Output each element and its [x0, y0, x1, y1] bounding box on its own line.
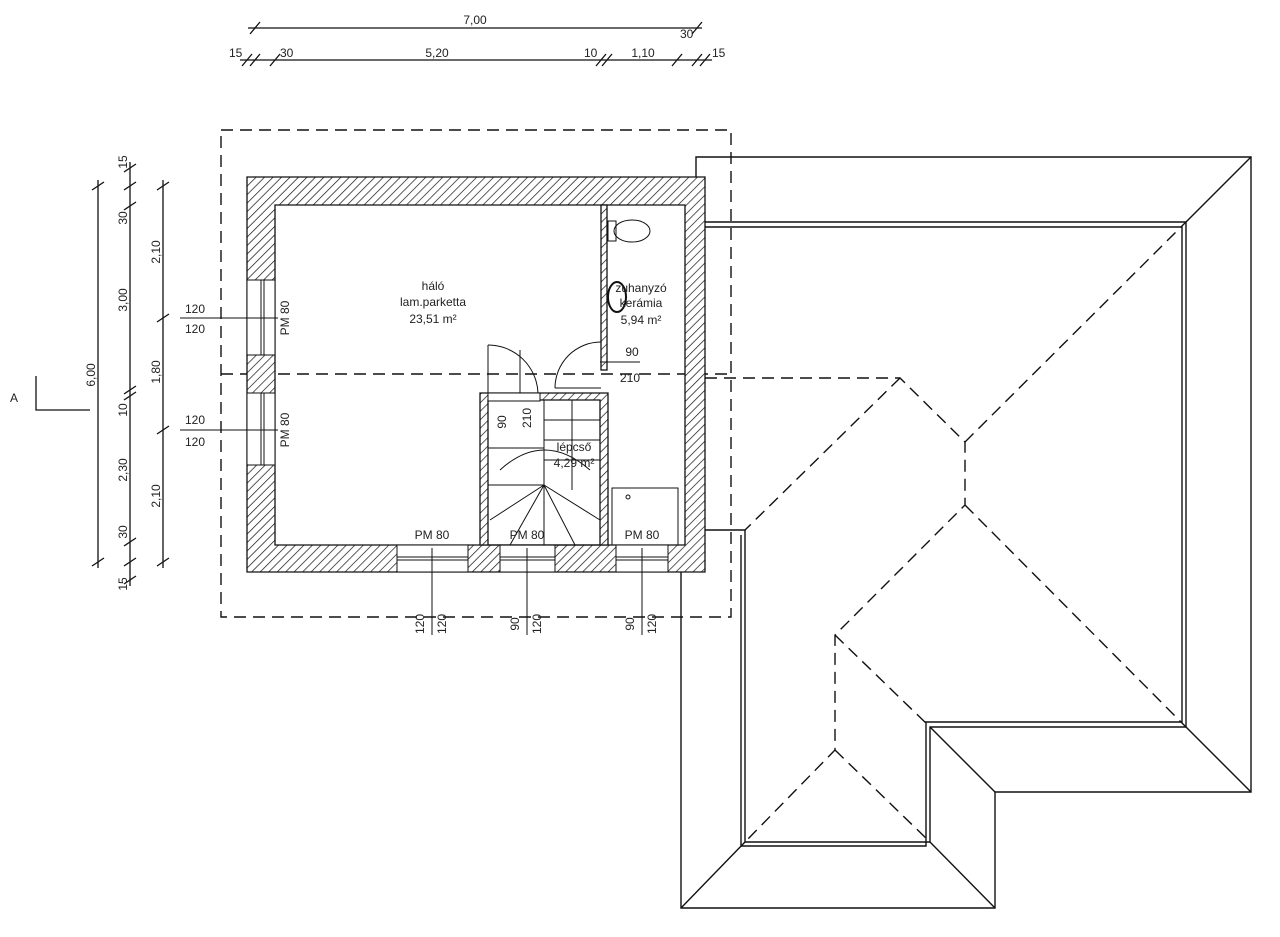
window-b: 120: [645, 614, 659, 634]
top-dimension-chain: 7,00 30 15 30 5,20 10 1,10 15: [229, 13, 726, 67]
window-top: 120: [185, 413, 205, 427]
section-marker: A: [10, 376, 90, 411]
dim-seg-5: 1,10: [631, 46, 655, 60]
toilet-icon: [607, 219, 651, 243]
shower-tray-icon: [611, 487, 679, 546]
window-a: 90: [623, 617, 637, 631]
dim-opening-3: 2,10: [149, 484, 163, 508]
window-type: PM 80: [278, 300, 292, 335]
window-b: 120: [435, 614, 449, 634]
room-name: lépcső: [557, 440, 592, 454]
dim-total-depth: 6,00: [84, 363, 98, 387]
dim-opening-1: 2,10: [149, 240, 163, 264]
dim-total-width: 7,00: [463, 13, 487, 27]
window-type: PM 80: [625, 528, 660, 542]
window-bottom: 120: [185, 435, 205, 449]
dim-left-seg-5: 2,30: [116, 458, 130, 482]
room-zuhanyzo: zuhanyzó kerámia 5,94 m²: [615, 281, 667, 327]
room-finish: lam.parketta: [400, 295, 466, 309]
dim-top-right: 30: [680, 27, 694, 41]
bottom-window-labels: PM 80 PM 80 PM 80 120 120 90 120 90 120: [413, 528, 660, 635]
window-type: PM 80: [278, 412, 292, 447]
sink-icon: [607, 281, 627, 313]
room-haló: háló lam.parketta 23,51 m²: [400, 279, 466, 326]
section-label: A: [10, 391, 18, 405]
dim-left-seg-1: 15: [116, 155, 130, 169]
roof-plan: [680, 156, 1252, 909]
room-area: 5,94 m²: [621, 313, 662, 327]
room-finish: kerámia: [620, 296, 663, 310]
door-width: 90: [495, 415, 509, 429]
left-dimension-chain: 6,00 15 30 3,00 10 2,30 30 15 2,10 1,80 …: [84, 155, 170, 591]
window-a: 90: [508, 617, 522, 631]
room-area: 23,51 m²: [409, 312, 456, 326]
window-bottom: 120: [185, 322, 205, 336]
dim-left-seg-3: 3,00: [116, 288, 130, 312]
door-height: 210: [520, 408, 534, 428]
window-top: 120: [185, 302, 205, 316]
window-type: PM 80: [415, 528, 450, 542]
dim-opening-2: 1,80: [149, 360, 163, 384]
dim-left-seg-6: 30: [116, 525, 130, 539]
door-height: 210: [620, 371, 640, 385]
window-a: 120: [413, 614, 427, 634]
room-name: zuhanyzó: [615, 281, 667, 295]
window-b: 120: [530, 614, 544, 634]
interior-partitions: [479, 204, 679, 546]
dim-seg-2: 30: [280, 46, 294, 60]
dim-left-seg-4: 10: [116, 403, 130, 417]
dim-seg-3: 5,20: [425, 46, 449, 60]
room-area: 4,29 m²: [554, 456, 595, 470]
door-width: 90: [625, 345, 639, 359]
dim-left-seg-2: 30: [116, 211, 130, 225]
left-window-labels: 120 120 PM 80 120 120 PM 80: [180, 300, 292, 449]
window-type: PM 80: [510, 528, 545, 542]
dim-seg-6: 15: [712, 46, 726, 60]
dim-seg-4: 10: [584, 46, 598, 60]
room-name: háló: [422, 279, 445, 293]
dim-seg-1: 15: [229, 46, 243, 60]
dim-left-seg-7: 15: [116, 577, 130, 591]
room-lepcso: lépcső 4,29 m²: [554, 440, 595, 470]
